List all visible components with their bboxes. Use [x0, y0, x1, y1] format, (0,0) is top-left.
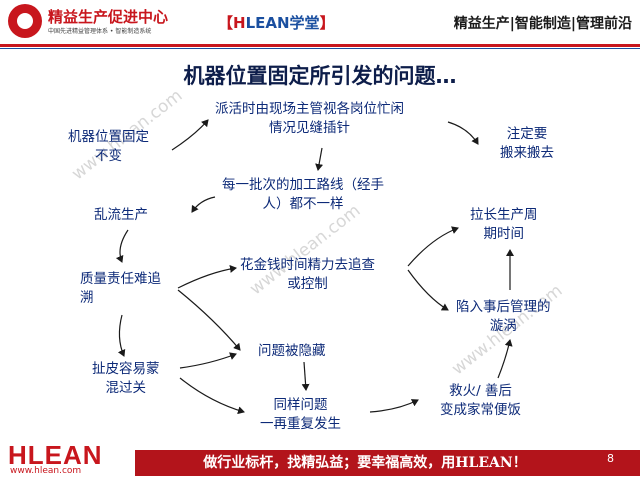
footer-logo: HLEAN	[8, 440, 103, 470]
header: 精益生产促进中心 中国先进精益管理体系 • 智能制造系统 【HLEAN学堂】 精…	[0, 0, 640, 44]
arrow-repeat-to-firefight	[369, 399, 419, 413]
node-line: 质量责任难追	[80, 271, 161, 287]
arrow-route-to-chaos	[191, 196, 216, 213]
node-repeat: 同样问题 一再重复发生	[260, 396, 341, 434]
brand-bracket-open: 【	[218, 14, 234, 32]
arrow-shirk-to-hidden	[179, 352, 237, 369]
arrow-shirk-to-repeat	[179, 377, 245, 415]
node-hidden: 问题被隐藏	[258, 342, 326, 361]
node-line: 注定要	[506, 126, 548, 142]
header-tagline: 精益生产|智能制造|管理前沿	[453, 16, 632, 32]
node-line: 问题被隐藏	[258, 343, 326, 359]
node-line: 搬来搬去	[500, 145, 554, 161]
node-line: 乱流生产	[94, 207, 148, 223]
node-line: 同样问题	[273, 397, 328, 413]
node-machine-fixed: 机器位置固定 不变	[68, 128, 149, 166]
node-line: 花金钱时间精力去追查	[240, 257, 375, 273]
footer-url[interactable]: www.hlean.com	[10, 466, 82, 476]
node-line: 每一批次的加工路线（经手	[222, 177, 384, 193]
arrow-dispatch-to-move	[447, 121, 479, 145]
header-divider-thin	[0, 48, 640, 49]
arrow-spend-to-vortex	[407, 269, 449, 311]
footer-slogan: 做行业标杆，找精弘益；要幸福高效，用HLEAN！	[203, 455, 527, 471]
node-line: 漩涡	[489, 318, 517, 334]
node-line: 机器位置固定	[68, 129, 149, 145]
arrow-hidden-to-repeat	[301, 361, 310, 391]
node-dispatch: 派活时由现场主管视各岗位忙闲 情况见缝插针	[215, 100, 404, 138]
node-extend-cycle: 拉长生产周 期时间	[470, 206, 538, 244]
brand-h: H	[233, 14, 246, 32]
brand-xuetang: 学堂	[289, 14, 320, 32]
node-spend-money: 花金钱时间精力去追查 或控制	[240, 256, 375, 294]
brand-bracket-close: 】	[319, 14, 335, 32]
logo-subtitle: 中国先进精益管理体系 • 智能制造系统	[48, 28, 152, 35]
node-line: 扯皮容易蒙	[92, 361, 160, 377]
node-quality-hard: 质量责任难追 溯	[80, 270, 161, 308]
arrow-dispatch-to-route	[315, 147, 324, 171]
page-number: 8	[607, 452, 614, 465]
node-line: 救火/ 善后	[449, 383, 512, 399]
arrow-quality-to-shirk	[117, 314, 126, 357]
brand-label: 【HLEAN学堂】	[218, 12, 335, 33]
logo-title: 精益生产促进中心	[48, 8, 169, 26]
node-line: 溯	[80, 290, 94, 306]
logo-icon	[8, 4, 42, 38]
arrow-quality-to-spend	[177, 264, 237, 289]
node-route-varies: 每一批次的加工路线（经手 人）都不一样	[222, 176, 384, 214]
arrow-quality-to-hidden	[177, 289, 241, 351]
node-line: 不变	[95, 148, 122, 164]
arrow-chaos-to-quality	[115, 229, 129, 263]
footer-bar	[135, 450, 640, 476]
node-line: 陷入事后管理的	[456, 299, 551, 315]
node-line: 混过关	[105, 380, 147, 396]
header-divider	[0, 44, 640, 47]
node-firefight: 救火/ 善后 变成家常便饭	[440, 382, 521, 420]
slide-title: 机器位置固定所引发的问题…	[183, 64, 457, 88]
node-line: 变成家常便饭	[440, 402, 521, 418]
node-after-vortex: 陷入事后管理的 漩涡	[456, 298, 551, 336]
node-line: 或控制	[287, 276, 328, 292]
arrow-firefight-to-vortex	[497, 339, 513, 379]
node-line: 情况见缝插针	[269, 120, 350, 136]
node-shirk: 扯皮容易蒙 混过关	[92, 360, 160, 398]
brand-lean: LEAN	[245, 14, 290, 32]
node-line: 拉长生产周	[470, 207, 538, 223]
node-chaotic-flow: 乱流生产	[94, 206, 148, 225]
node-doomed-move: 注定要 搬来搬去	[500, 125, 554, 163]
node-line: 人）都不一样	[262, 196, 344, 212]
node-line: 派活时由现场主管视各岗位忙闲	[215, 101, 404, 117]
arrow-spend-to-extend	[407, 226, 459, 267]
node-line: 期时间	[483, 226, 525, 242]
arrow-machine-to-dispatch	[171, 119, 209, 151]
node-line: 一再重复发生	[260, 416, 341, 432]
